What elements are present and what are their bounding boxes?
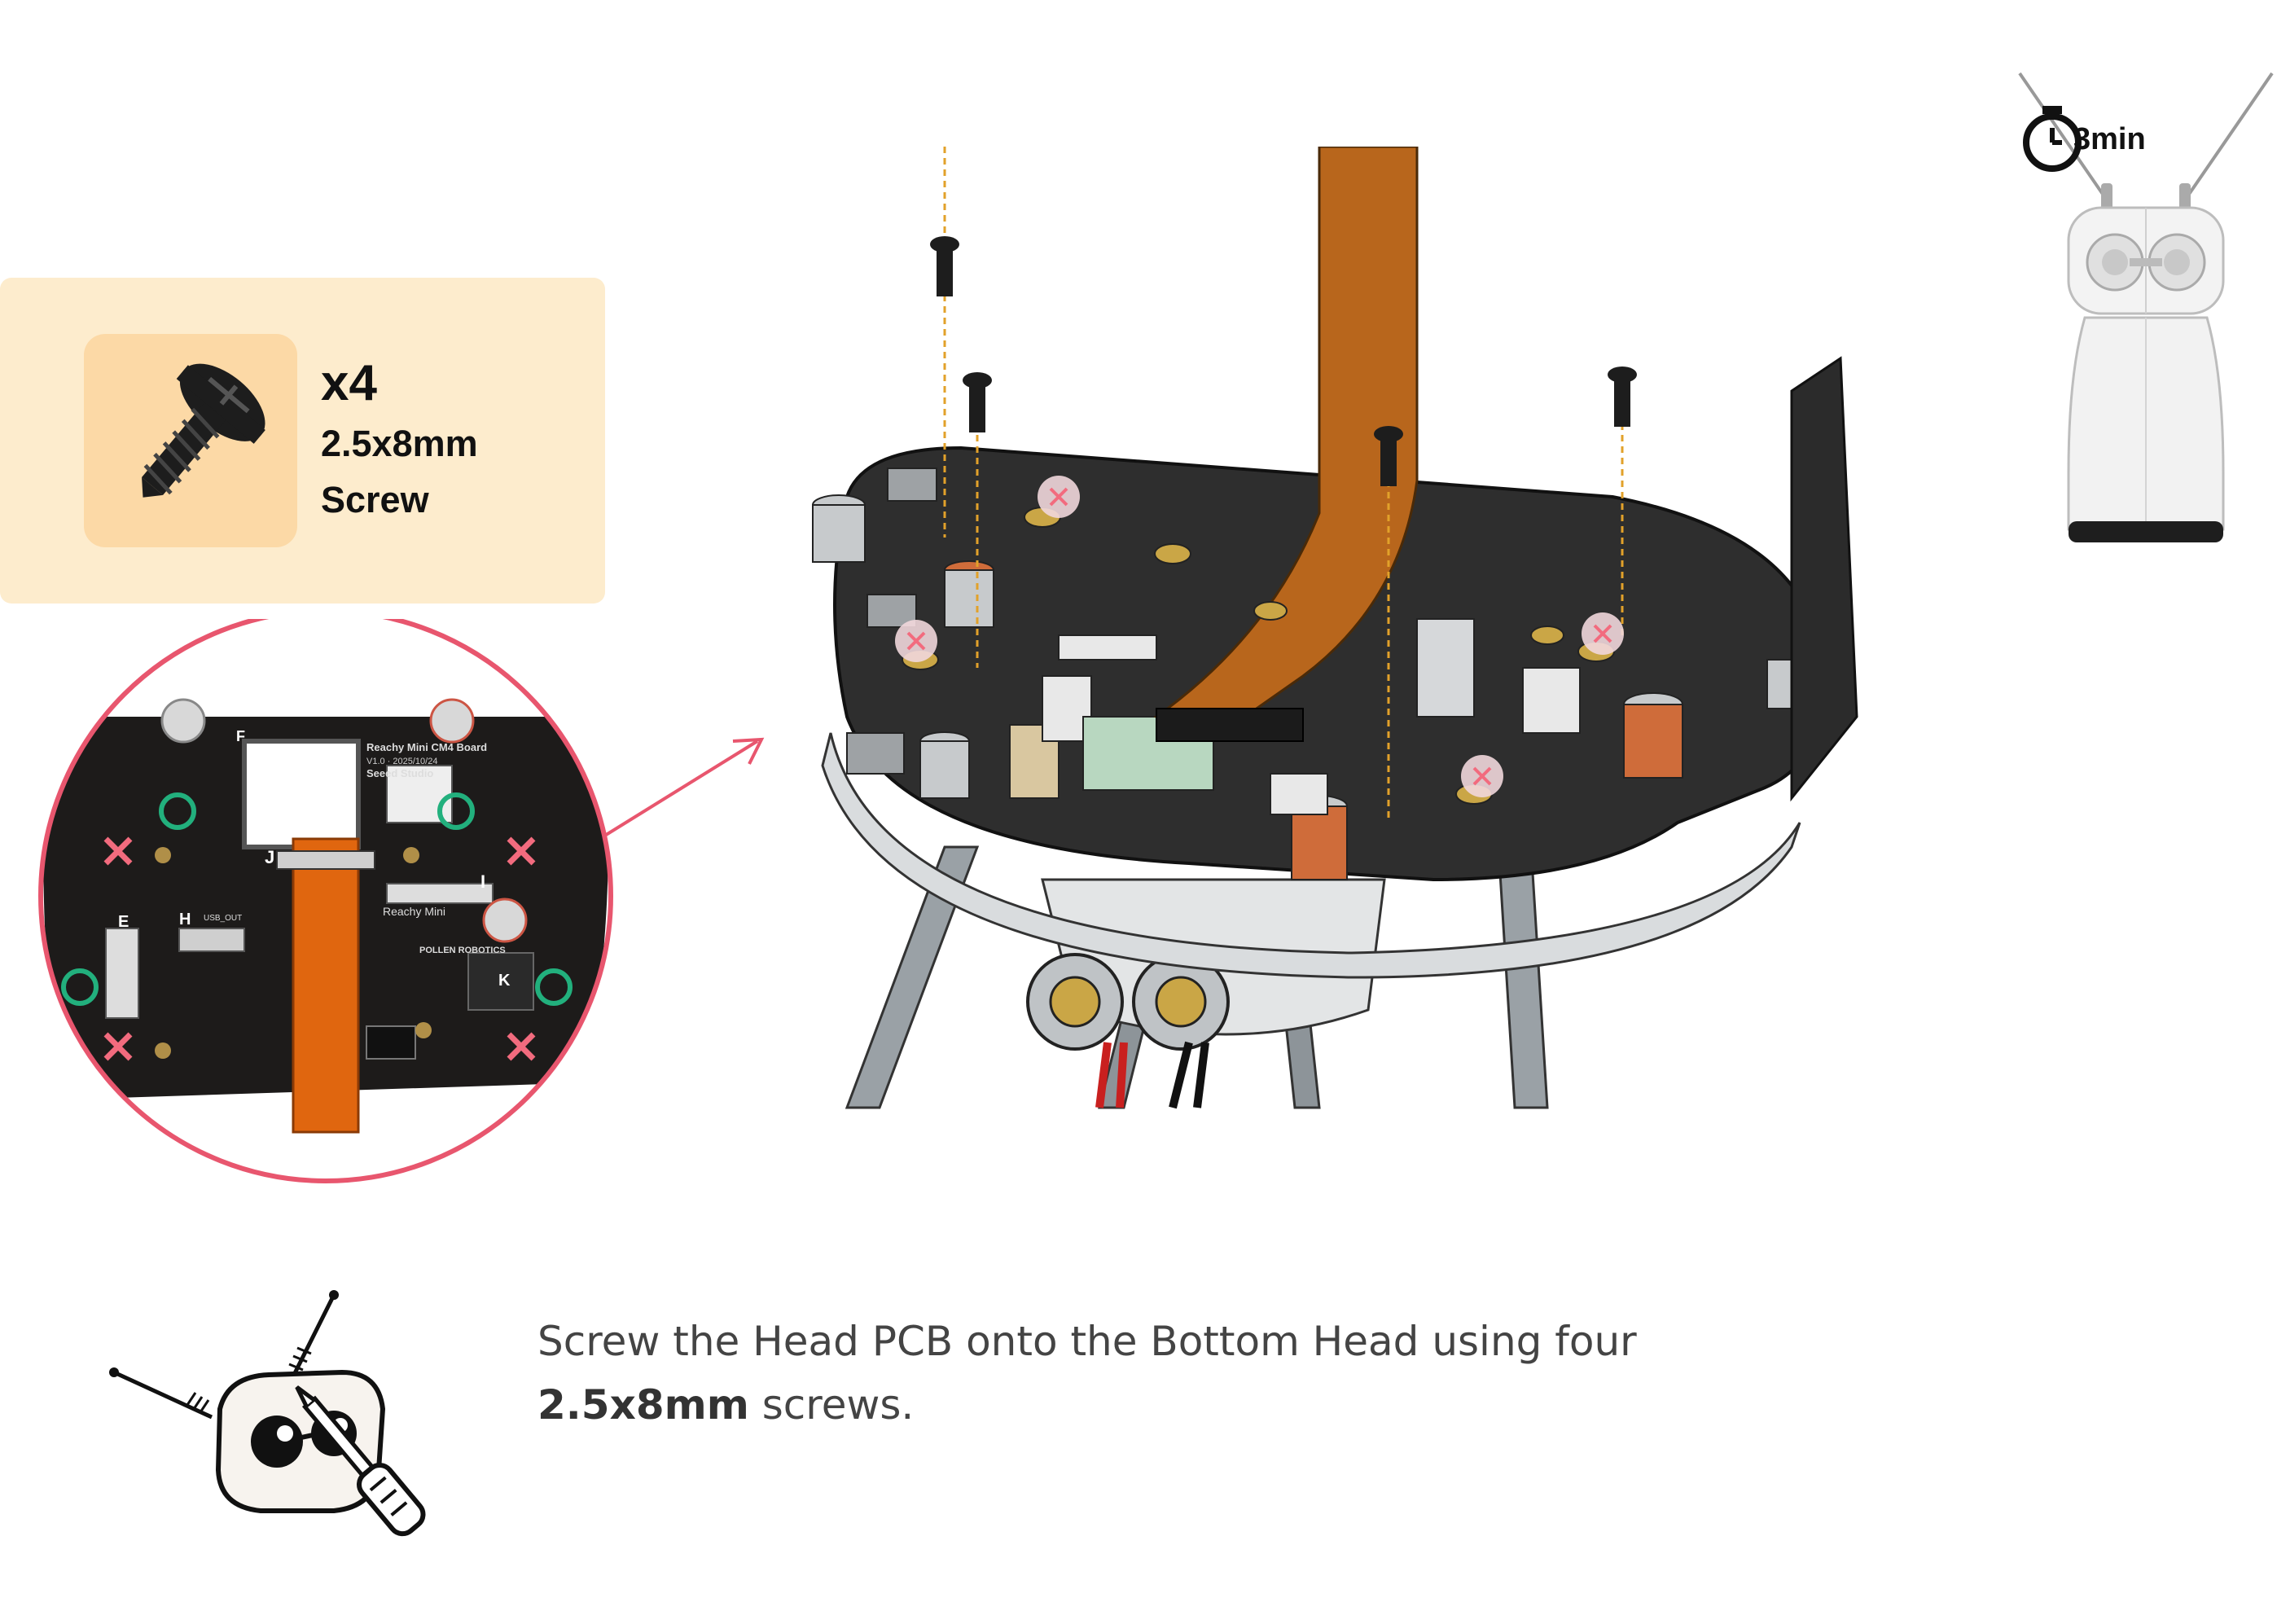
instruction-screw-spec: 2.5x8mm	[537, 1381, 749, 1429]
head-pcb-assembly-illustration	[812, 147, 1858, 1109]
robot-mascot-icon	[109, 1290, 426, 1537]
no-screw-marks	[103, 836, 536, 1061]
cable-grommets	[1026, 953, 1230, 1109]
head-pcb	[833, 446, 1827, 882]
closeup-conn-i: I	[480, 871, 485, 892]
closeup-board-date: V1.0 · 2025/10/24	[366, 757, 437, 766]
progress-robot-preview	[2018, 72, 2274, 542]
closeup-conn-j: J	[265, 847, 274, 867]
callout-leader-line	[585, 740, 759, 849]
part-quantity: x4	[321, 355, 377, 411]
screws	[930, 147, 1637, 823]
screw-tile	[84, 334, 297, 547]
pcb-components	[812, 467, 1817, 880]
time-estimate: 3min	[2073, 122, 2146, 156]
instruction-text: Screw the Head PCB onto the Bottom Head …	[537, 1310, 1922, 1437]
stopwatch-icon	[2023, 106, 2082, 172]
instruction-line-2: screws.	[748, 1381, 915, 1429]
closeup-conn-h: H	[179, 911, 191, 928]
screw-4	[1608, 366, 1637, 635]
closeup-maker: Seeed Studio	[366, 767, 433, 779]
closeup-conn-f: F	[236, 728, 245, 744]
screw-1	[930, 147, 959, 538]
screw-2	[963, 372, 992, 668]
closeup-conn-k: K	[498, 972, 511, 990]
closeup-board-name: Reachy Mini CM4 Board	[366, 741, 487, 753]
instruction-line-1: Screw the Head PCB onto the Bottom Head …	[537, 1318, 1637, 1365]
screw-3	[1374, 426, 1403, 823]
board-closeup-callout: Reachy Mini CM4 Board V1.0 · 2025/10/24 …	[38, 619, 765, 1183]
part-size: 2.5x8mm	[321, 423, 478, 464]
zoom-ring	[38, 619, 613, 1183]
part-type: Screw	[321, 479, 429, 520]
screw-here-marks	[61, 792, 573, 1006]
closeup-usb-label: USB_OUT	[204, 914, 242, 923]
do-not-screw-marks	[895, 476, 1624, 797]
closeup-product: Reachy Mini	[383, 905, 445, 918]
closeup-pollen: POLLEN ROBOTICS	[419, 946, 506, 955]
screw-icon	[142, 363, 265, 498]
closeup-conn-e: E	[118, 913, 129, 931]
